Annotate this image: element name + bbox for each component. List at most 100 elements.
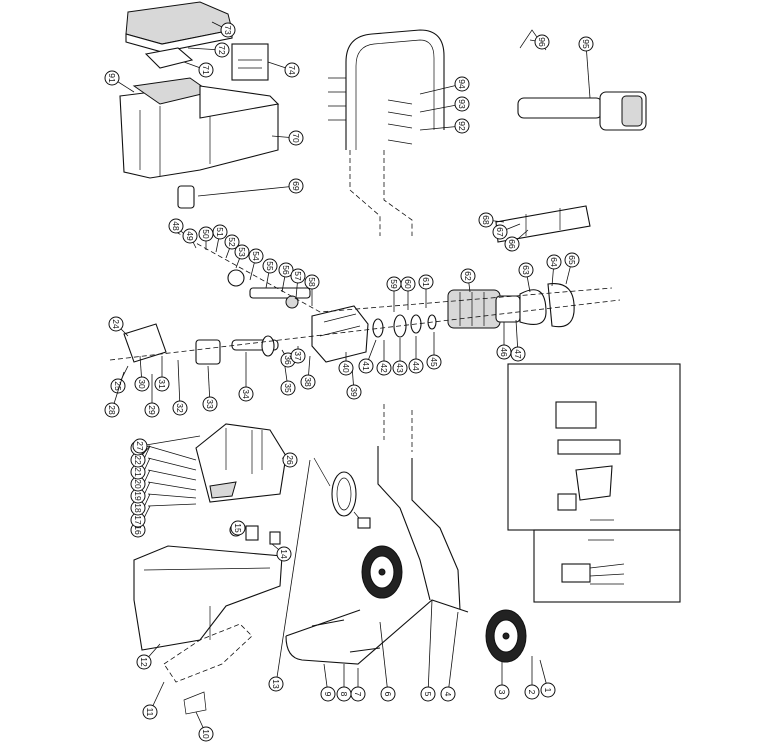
callout-circle [534,34,550,50]
callout-37: 37 [290,346,306,364]
callout-number: 36 [283,355,293,365]
callout-circle [234,244,250,260]
callout-number: 35 [283,383,293,393]
callout-number: 48 [171,221,181,231]
callout-circle [492,224,508,240]
callout-circle [400,276,416,292]
callout-circle [110,378,126,394]
callout-circle [262,258,278,274]
switch-cover [144,47,194,69]
callout-number: 39 [349,387,359,397]
callout-number: 53 [237,247,247,257]
callout-circle [282,452,298,468]
callout-circle [198,62,214,78]
callout-4: 4 [440,611,459,702]
frame-legs [285,404,469,665]
wrench-tool [517,91,647,131]
callout-number: 26 [285,455,295,465]
callout-number: 22 [133,455,143,465]
callout-circle [454,76,470,92]
callout-number: 41 [361,361,371,371]
callout-circle [408,358,424,374]
callout-66: 66 [504,229,529,252]
callout-number: 50 [201,229,211,239]
callout-24: 24 [108,316,129,337]
callout-circle [144,402,160,418]
callout-61: 61 [418,274,434,308]
callout-circle [510,346,526,362]
callout-number: 37 [293,351,303,361]
callout-55: 55 [262,258,278,289]
callout-leader [139,435,201,447]
callout-number: 95 [581,39,591,49]
callout-number: 5 [423,692,433,697]
callout-circle [212,224,228,240]
bag-outline [163,623,253,715]
cutter-blade [123,323,279,365]
callout-number: 24 [111,319,121,329]
callout-number: 51 [215,227,225,237]
callout-62: 62 [460,268,476,293]
callout-circle [420,686,436,702]
callout-circle [578,36,594,52]
callout-leader [177,359,181,409]
callout-number: 94 [457,79,467,89]
callout-54: 54 [248,248,264,281]
callout-32: 32 [172,359,188,416]
callout-circle [338,360,354,376]
callout-leader [585,43,591,99]
callout-51: 51 [212,224,228,253]
callout-circle [440,686,456,702]
callout-number: 10 [201,729,211,739]
callout-8: 8 [336,664,352,702]
callout-number: 44 [411,361,421,371]
fan-cover [519,283,575,328]
callout-circle [182,228,198,244]
callout-circle [460,268,476,284]
callout-34: 34 [238,352,254,402]
callout-65: 65 [564,252,580,285]
callout-6: 6 [379,621,396,702]
callout-58: 58 [304,274,320,306]
callout-number: 92 [457,121,467,131]
callout-67: 67 [492,223,521,240]
callout-number: 67 [495,227,505,237]
callout-5: 5 [420,599,436,702]
callout-number: 72 [217,45,227,55]
callout-leader [379,621,389,695]
callout-19: 19 [130,469,151,504]
callout-10: 10 [195,711,214,742]
callout-40: 40 [338,352,354,376]
callout-number: 46 [499,347,509,357]
callout-number: 33 [205,399,215,409]
callout-circle [392,360,408,376]
spacers [372,314,437,338]
callout-56: 56 [278,262,294,293]
callout-41: 41 [358,339,377,374]
callout-number: 4 [443,692,453,697]
callout-circle [230,520,246,536]
callout-number: 25 [113,381,123,391]
callout-7: 7 [350,668,366,702]
callout-number: 19 [133,491,143,501]
callout-leader [197,185,297,197]
callout-circle [168,218,184,234]
hopper-body [119,77,280,179]
callout-26: 26 [281,452,298,468]
callout-circle [268,676,284,692]
callout-number: 18 [133,503,143,513]
callout-number: 30 [137,379,147,389]
callout-number: 38 [303,377,313,387]
callout-number: 16 [133,525,143,535]
callout-circle [290,348,306,364]
callout-circle [564,252,580,268]
callout-95: 95 [578,36,594,99]
callout-94: 94 [419,76,470,95]
callout-layer: 1234567891011121314151617181920212223242… [104,21,594,742]
callout-number: 34 [241,389,251,399]
callout-57: 57 [290,268,306,299]
callout-73: 73 [211,21,236,38]
callout-53: 53 [234,244,250,269]
callout-circle [154,376,170,392]
